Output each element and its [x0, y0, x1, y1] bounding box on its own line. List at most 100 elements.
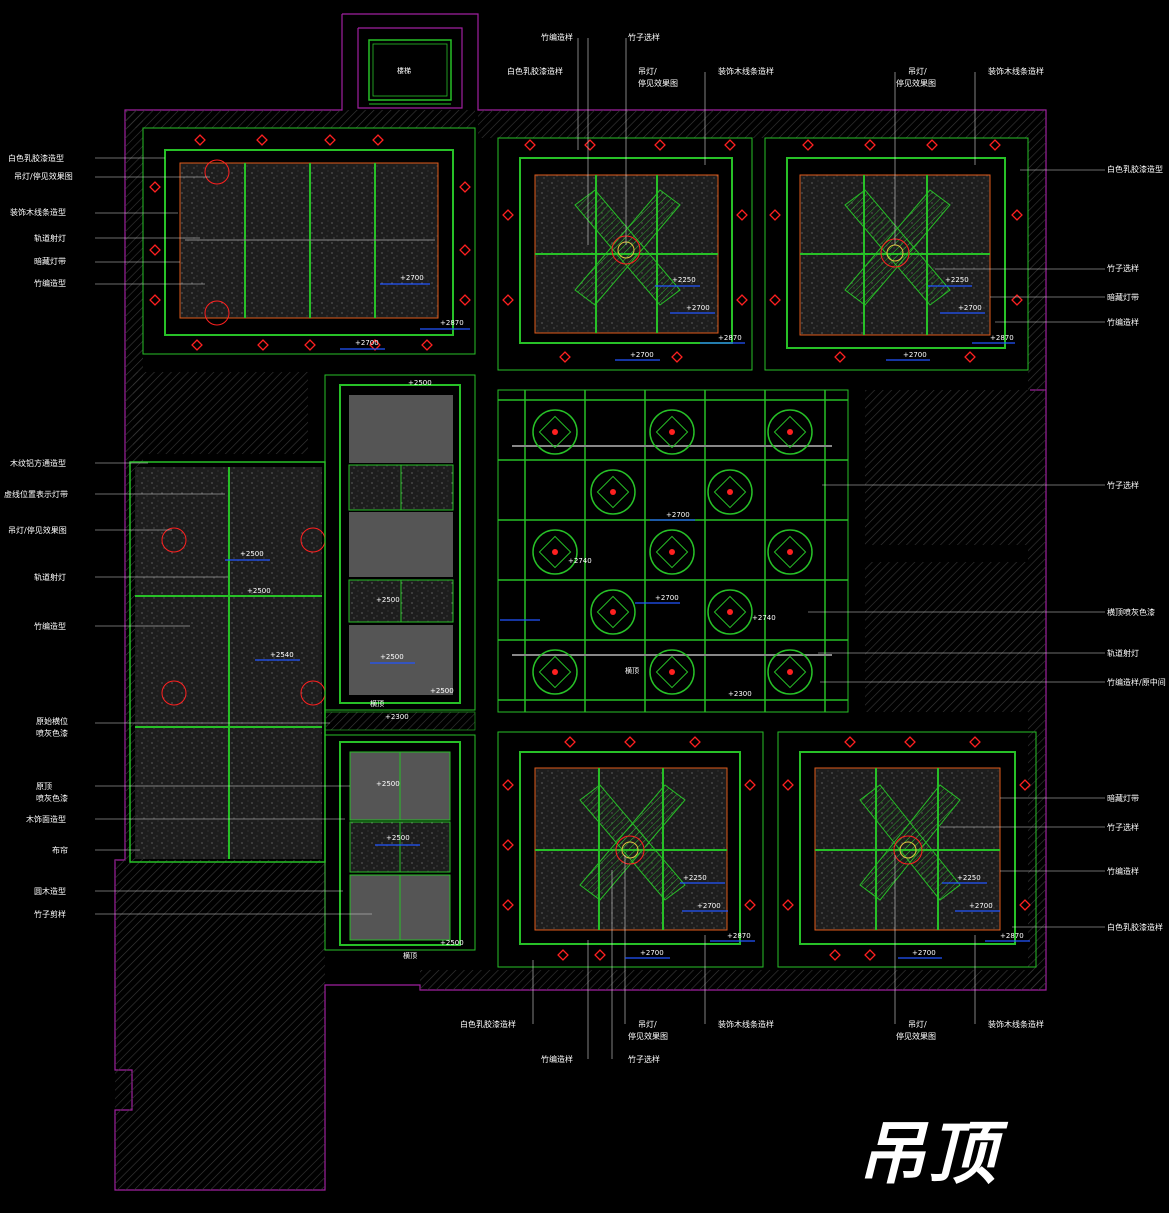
bottom-label-1: 吊灯/ — [638, 1019, 657, 1029]
downlight-marker — [459, 244, 471, 256]
elev-tm-1: +2250 — [672, 276, 696, 284]
downlight-marker — [256, 134, 268, 146]
stair-room: 楼梯 — [368, 39, 452, 105]
downlight-marker — [736, 294, 748, 306]
elev-b-3: +2500 — [440, 939, 464, 947]
left-label-18: 竹子剪样 — [34, 909, 66, 919]
ceiling-top-left — [142, 127, 476, 355]
downlight-marker — [594, 949, 606, 961]
elev-bm-4: +2700 — [640, 949, 664, 957]
left-label-10: 竹编造型 — [34, 621, 66, 631]
elev-br-2: +2700 — [969, 902, 993, 910]
elev-tm-3: +2870 — [718, 334, 742, 342]
downlight-marker — [557, 949, 569, 961]
ceiling-bottom-right — [777, 731, 1037, 968]
bottom-label-6: 吊灯/ — [908, 1019, 927, 1029]
left-label-16: 布帘 — [52, 845, 68, 855]
downlight-marker — [369, 339, 381, 351]
downlight-marker — [459, 181, 471, 193]
top-label-0: 竹编造样 — [541, 32, 573, 42]
downlight-marker — [744, 779, 756, 791]
elev-l-2: +2500 — [247, 587, 271, 595]
ceiling-bottom-middle — [497, 731, 764, 968]
right-label-10: 竹编造样 — [1107, 866, 1139, 876]
elev-tl-3: +2700 — [355, 339, 379, 347]
downlight-marker — [782, 779, 794, 791]
elev-c-5: +2300 — [385, 713, 409, 721]
pendant-lamp — [767, 649, 813, 695]
left-label-5: 竹编造型 — [34, 278, 66, 288]
downlight-marker — [989, 139, 1001, 151]
right-label-7: 竹编造样/原中间 — [1107, 677, 1166, 687]
elev-d-1: +2700 — [666, 511, 690, 519]
elev-tl-1: +2700 — [400, 274, 424, 282]
left-annotations: 白色乳胶漆造型 吊灯/停见效果图 装饰木线条造型 轨道射灯 暗藏灯带 竹编造型 … — [4, 153, 73, 919]
left-label-12: 喷灰色漆 — [36, 728, 68, 738]
elev-l-1: +2500 — [240, 550, 264, 558]
elev-d-5: +2300 — [728, 690, 752, 698]
bottom-label-3: 装饰木线条造样 — [718, 1019, 774, 1029]
ceiling-top-middle — [497, 137, 753, 371]
dining-small-label: 横顶 — [625, 666, 639, 675]
right-label-3: 竹编造样 — [1107, 317, 1139, 327]
pendant-lamp — [532, 649, 578, 695]
downlight-marker — [964, 351, 976, 363]
left-label-0: 白色乳胶漆造型 — [8, 153, 64, 163]
elev-br-3: +2870 — [1000, 932, 1024, 940]
right-label-4: 竹子选样 — [1107, 480, 1139, 490]
pendant-lamp — [649, 409, 695, 455]
right-annotations: 白色乳胶漆造型 竹子选样 暗藏灯带 竹编造样 竹子选样 横顶喷灰色漆 轨道射灯 … — [1107, 164, 1166, 932]
left-label-1: 吊灯/停见效果图 — [14, 171, 73, 181]
downlight-marker — [304, 339, 316, 351]
bottom-annotations: 白色乳胶漆造样 吊灯/ 停见效果图 装饰木线条造样 竹编造样 竹子选样 吊灯/ … — [460, 1019, 1044, 1064]
top-label-8: 装饰木线条造样 — [988, 66, 1044, 76]
elev-d-4: +2740 — [752, 614, 776, 622]
downlight-marker — [802, 139, 814, 151]
downlight-marker — [744, 899, 756, 911]
left-label-17: 圆木造型 — [34, 886, 66, 896]
right-label-5: 横顶喷灰色漆 — [1107, 607, 1155, 617]
downlight-marker — [689, 736, 701, 748]
top-label-2: 白色乳胶漆造样 — [507, 66, 563, 76]
pendant-lamp — [707, 469, 753, 515]
top-label-6: 吊灯/ — [908, 66, 927, 76]
downlight-marker — [149, 244, 161, 256]
left-label-9: 轨道射灯 — [34, 572, 66, 582]
bottom-label-4: 竹编造样 — [541, 1054, 573, 1064]
bottom-label-2: 停见效果图 — [628, 1031, 668, 1041]
downlight-marker — [844, 736, 856, 748]
ceiling-corridor — [324, 374, 476, 731]
downlight-marker — [736, 209, 748, 221]
pendant-lamp — [532, 529, 578, 575]
elev-br-4: +2700 — [912, 949, 936, 957]
dining-lamps — [532, 409, 813, 695]
downlight-marker — [926, 139, 938, 151]
right-label-2: 暗藏灯带 — [1107, 292, 1139, 302]
downlight-marker — [1011, 209, 1023, 221]
right-label-8: 暗藏灯带 — [1107, 793, 1139, 803]
downlight-marker — [502, 779, 514, 791]
elevation-markers: +2700 +2870 +2700 +2250 +2700 +2870 +270… — [225, 274, 1030, 959]
elev-b-2: +2500 — [386, 834, 410, 842]
downlight-marker — [1019, 899, 1031, 911]
downlight-marker — [149, 181, 161, 193]
pendant-lamp — [767, 409, 813, 455]
downlight-marker — [1019, 779, 1031, 791]
downlight-marker — [194, 134, 206, 146]
downlight-marker — [769, 294, 781, 306]
downlight-marker — [829, 949, 841, 961]
downlight-marker — [502, 899, 514, 911]
left-label-15: 木饰面造型 — [26, 814, 66, 824]
downlight-marker — [502, 209, 514, 221]
downlight-marker — [324, 134, 336, 146]
bottom-label-0: 白色乳胶漆造样 — [460, 1019, 516, 1029]
stair-room-label: 楼梯 — [397, 66, 411, 75]
elev-tr-2: +2700 — [958, 304, 982, 312]
right-label-11: 白色乳胶漆造样 — [1107, 922, 1163, 932]
downlight-marker — [524, 139, 536, 151]
downlight-marker — [624, 736, 636, 748]
right-label-0: 白色乳胶漆造型 — [1107, 164, 1163, 174]
right-label-1: 竹子选样 — [1107, 263, 1139, 273]
elev-c-4: +2500 — [430, 687, 454, 695]
